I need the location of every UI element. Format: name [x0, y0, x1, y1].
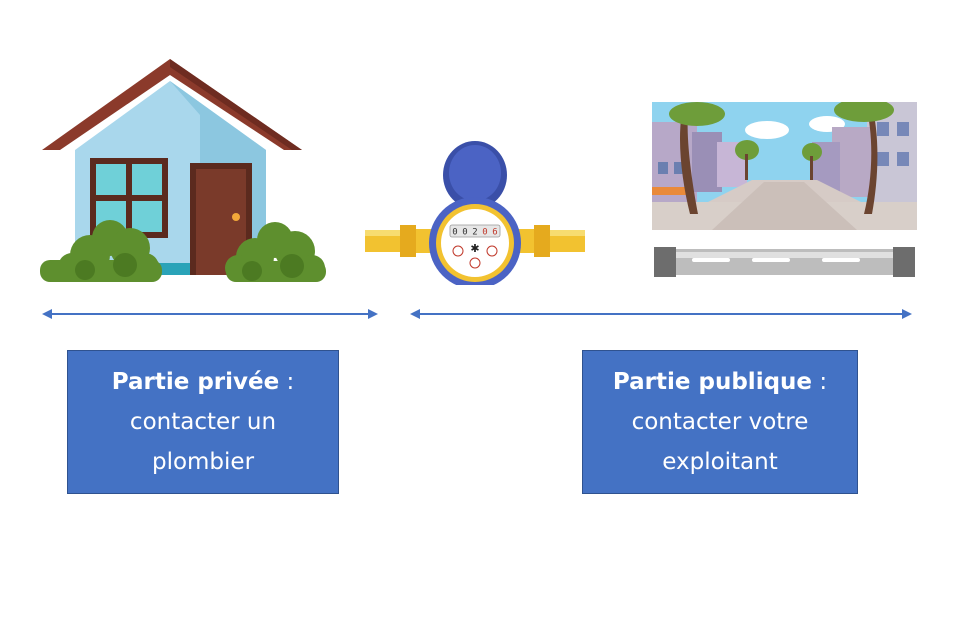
svg-text:✱: ✱ — [470, 242, 479, 255]
private-part-line1: contacter un — [129, 409, 277, 435]
private-part-title-line: Partie privée : — [112, 362, 295, 402]
water-meter-illustration: 0 0 2 0 6 ✱ — [365, 141, 585, 285]
public-span-arrow — [410, 309, 912, 319]
private-part-separator: : — [279, 369, 295, 395]
meter-digit: 0 — [482, 228, 487, 238]
meter-digit: 2 — [472, 228, 477, 238]
meter-digit: 0 — [462, 228, 467, 238]
street-illustration — [652, 102, 917, 277]
private-part-title: Partie privée — [111, 369, 280, 395]
public-part-title-line: Partie publique : — [613, 362, 827, 402]
private-span-arrow — [42, 309, 378, 319]
public-part-title: Partie publique — [612, 369, 813, 395]
public-part-separator: : — [812, 369, 828, 395]
private-part-line2: plombier — [151, 449, 255, 475]
public-part-box: Partie publique : contacter votre exploi… — [582, 350, 858, 494]
house-illustration — [40, 59, 326, 282]
meter-digit: 6 — [492, 228, 497, 238]
public-part-line1: contacter votre — [631, 409, 809, 435]
private-part-box: Partie privée : contacter un plombier — [67, 350, 339, 494]
meter-digit: 0 — [452, 228, 457, 238]
public-part-line2: exploitant — [662, 449, 778, 475]
